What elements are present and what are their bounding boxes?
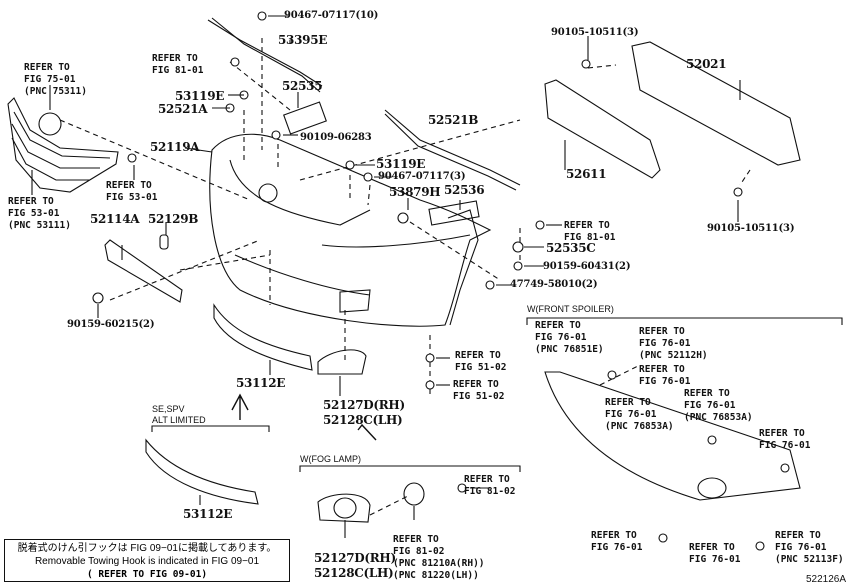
part-label: 53119E <box>376 157 426 171</box>
part-label: 52127D(RH) <box>323 398 405 412</box>
license-bracket <box>104 239 183 303</box>
part-label: 52521B <box>428 113 479 127</box>
part-label: 52535C <box>546 241 596 255</box>
part-label: 90105-10511(3) <box>551 27 639 38</box>
refer-to-label[interactable]: REFER TO FIG 81-02 (PNC 81210A(RH)) (PNC… <box>393 534 485 581</box>
refer-to-label[interactable]: REFER TO FIG 51-02 <box>453 379 505 402</box>
note-english: Removable Towing Hook is indicated in FI… <box>34 556 260 567</box>
part-label: 52536 <box>444 183 485 197</box>
refer-to-label[interactable]: REFER TO FIG 53-01 <box>106 180 158 203</box>
section-fog-lamp: W(FOG LAMP) <box>300 454 361 464</box>
figure-code: 522126A <box>805 574 846 585</box>
refer-to-label[interactable]: REFER TO FIG 76-01 <box>639 364 691 387</box>
part-label: 53112E <box>236 376 286 390</box>
part-label: 90159-60215(2) <box>67 319 155 330</box>
part-label: 52114A <box>90 212 140 226</box>
reinforcement-52021 <box>631 41 801 166</box>
refer-to-label[interactable]: REFER TO FIG 76-01 (PNC 52112H) <box>639 326 708 361</box>
refer-to-label[interactable]: REFER TO FIG 51-02 <box>455 350 507 373</box>
refer-to-label[interactable]: REFER TO FIG 76-01 (PNC 76851E) <box>535 320 604 355</box>
note-refer[interactable]: ( REFER TO FIG 09-01) <box>86 569 208 580</box>
part-label: 52127D(RH) <box>314 551 396 565</box>
part-label: 52521A <box>158 102 208 116</box>
note-japanese: 脱着式のけん引フックは FIG 09−01に掲載してあります。 <box>17 543 277 554</box>
emblem <box>38 112 62 136</box>
front-spoiler <box>544 371 801 501</box>
part-label: 52129B <box>148 212 199 226</box>
part-label: 52119A <box>150 140 200 154</box>
part-label: 52021 <box>686 57 727 71</box>
part-label: 53879H <box>389 185 441 199</box>
section-trim-2: ALT LIMITED <box>152 415 206 425</box>
part-label: 52611 <box>566 167 607 181</box>
bracket-52535 <box>283 101 327 135</box>
part-label: 47749-58010(2) <box>510 279 598 290</box>
part-label: 52128C(LH) <box>323 413 403 427</box>
refer-to-label[interactable]: REFER TO FIG 75-01 (PNC 75311) <box>24 62 87 97</box>
retainer-53395E <box>207 19 323 87</box>
bracket-52536 <box>428 200 480 226</box>
part-label: 53112E <box>183 507 233 521</box>
part-label: 52128C(LH) <box>314 566 394 580</box>
part-label: 90467-07117(10) <box>284 10 379 21</box>
part-label: 90159-60431(2) <box>543 261 631 272</box>
refer-to-label[interactable]: REFER TO FIG 76-01 <box>591 530 643 553</box>
part-label: 53395E <box>278 33 328 47</box>
refer-to-label[interactable]: REFER TO FIG 76-01 (PNC 76853A) <box>605 397 674 432</box>
fog-cover <box>317 349 367 375</box>
absorber-52611 <box>544 79 661 179</box>
section-trim-1: SE,SPV <box>152 404 185 414</box>
section-front-spoiler: W(FRONT SPOILER) <box>527 304 614 314</box>
refer-to-label[interactable]: REFER TO FIG 76-01 (PNC 76853A) <box>684 388 753 423</box>
part-label: 53119E <box>175 89 225 103</box>
refer-to-label[interactable]: REFER TO FIG 76-01 (PNC 52113F) <box>775 530 844 565</box>
refer-to-label[interactable]: REFER TO FIG 81-02 <box>464 474 516 497</box>
lower-grille-alt <box>145 438 259 505</box>
bumper-cover <box>209 133 492 327</box>
fog-lamp <box>403 482 425 506</box>
refer-to-label[interactable]: REFER TO FIG 76-01 <box>689 542 741 565</box>
refer-to-label[interactable]: REFER TO FIG 76-01 <box>759 428 811 451</box>
refer-to-label[interactable]: REFER TO FIG 81-01 <box>564 220 616 243</box>
lower-grille-53112E <box>213 303 313 371</box>
refer-to-label[interactable]: REFER TO FIG 81-01 <box>152 53 204 76</box>
towing-hook-note: 脱着式のけん引フックは FIG 09−01に掲載してあります。 Removabl… <box>4 539 290 582</box>
fog-lamp-cover <box>317 493 371 523</box>
part-label: 90109-06283 <box>300 132 372 143</box>
part-label: 52535 <box>282 79 323 93</box>
part-label: 90105-10511(3) <box>707 223 795 234</box>
part-label: 90467-07117(3) <box>378 171 466 182</box>
refer-to-label[interactable]: REFER TO FIG 53-01 (PNC 53111) <box>8 196 71 231</box>
radiator-grille <box>7 97 119 193</box>
